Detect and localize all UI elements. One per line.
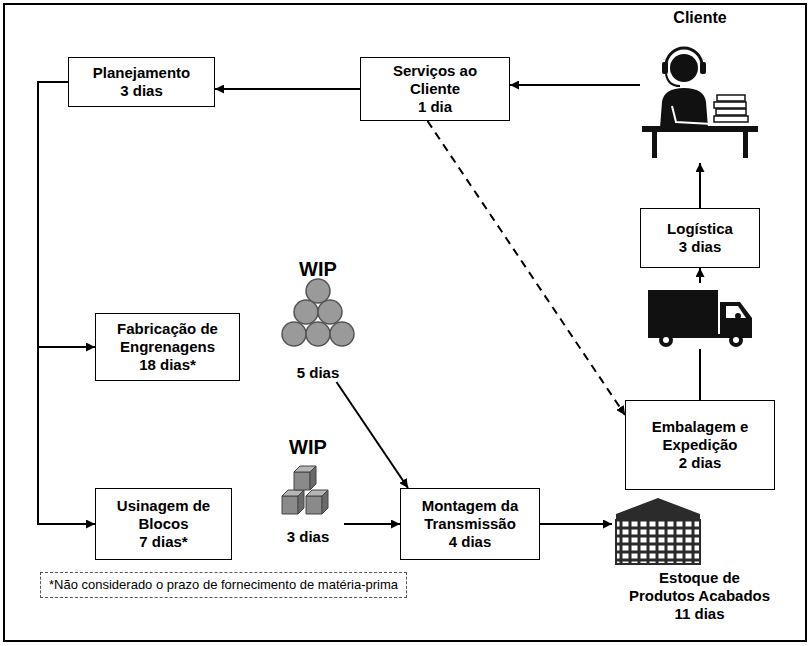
gears-pile <box>282 279 354 346</box>
flow-arrow <box>215 88 360 90</box>
duration-label: 4 dias <box>449 533 492 551</box>
step-name: Embalagem e Expedição <box>631 418 769 454</box>
footnote-text: *Não considerado o prazo de fornecimento… <box>49 577 398 593</box>
duration-label: 3 dias <box>287 528 330 546</box>
duration-label: 2 dias <box>679 454 722 472</box>
flow-arrow <box>344 523 400 525</box>
step-name: Estoque de Produtos Acabados <box>626 569 774 605</box>
process-box: Planejamento3 dias <box>68 57 215 107</box>
stock-node: Estoque de Produtos Acabados11 dias <box>612 495 787 625</box>
process-box: Logística3 dias <box>640 208 760 268</box>
process-box: Fabricação de Engrenagens18 dias* <box>95 313 240 381</box>
blocks-pile <box>282 466 328 514</box>
step-name: Montagem da Transmissão <box>406 497 534 533</box>
process-box: Embalagem e Expedição2 dias <box>625 400 775 490</box>
step-name: Planejamento <box>93 64 191 82</box>
footnote-box: *Não considerado o prazo de fornecimento… <box>40 572 407 598</box>
customer-icon <box>642 48 758 158</box>
step-name: Serviços ao Cliente <box>366 62 504 98</box>
wip-label: WIP <box>289 436 327 459</box>
flow-arrow <box>38 82 95 347</box>
duration-label: 5 dias <box>297 364 340 382</box>
process-box: Usinagem de Blocos7 dias* <box>95 488 232 560</box>
step-name: Fabricação de Engrenagens <box>101 320 234 356</box>
duration-label: 11 dias <box>674 605 724 623</box>
flow-arrow <box>699 163 701 208</box>
process-box: Montagem da Transmissão4 dias <box>400 488 540 560</box>
dashed-connector <box>428 121 626 415</box>
duration-label: 3 dias <box>120 82 163 100</box>
truck-icon <box>643 283 757 349</box>
wip-node: WIP 3 dias <box>272 436 344 546</box>
duration-label: 7 dias* <box>139 533 187 551</box>
flow-arrow <box>38 82 95 524</box>
flow-arrow <box>540 523 612 525</box>
wip-label: WIP <box>299 258 337 281</box>
step-name: Usinagem de Blocos <box>101 497 226 533</box>
duration-label: 1 dia <box>418 98 452 116</box>
wip-node: WIP 5 dias <box>276 258 360 382</box>
step-name: Logística <box>667 220 733 238</box>
duration-label: 18 dias* <box>139 356 196 374</box>
flow-arrow <box>336 382 408 488</box>
warehouse-icon <box>616 498 700 564</box>
customer-node: Cliente <box>640 8 760 163</box>
outer-frame <box>4 4 806 641</box>
flow-arrow <box>510 84 640 86</box>
duration-label: 3 dias <box>679 238 722 256</box>
customer-label: Cliente <box>673 8 726 27</box>
process-box: Serviços ao Cliente1 dia <box>360 57 510 121</box>
